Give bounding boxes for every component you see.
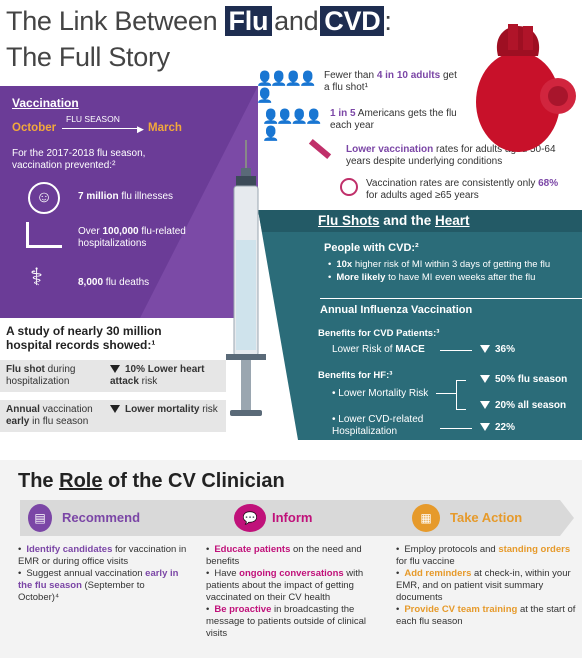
mace-value: 36% bbox=[480, 344, 515, 355]
study-row-2-left: Annual vaccination early in flu season bbox=[6, 404, 93, 427]
mortality-value-2: 20% all season bbox=[480, 400, 566, 411]
action-item: Provide CV team training at the start of… bbox=[396, 604, 576, 628]
stat-flu-shot: Fewer than 4 in 10 adults get a flu shot… bbox=[324, 70, 457, 93]
vaccination-intro: For the 2017-2018 flu season, vaccinatio… bbox=[12, 148, 146, 171]
title-and: and bbox=[274, 6, 319, 36]
action-item: Add reminders at check-in, within your E… bbox=[396, 568, 576, 604]
clipboard-icon: ▦ bbox=[412, 504, 440, 532]
action-item: Employ protocols and standing orders for… bbox=[396, 544, 576, 568]
heart-panel-header bbox=[258, 210, 582, 232]
inform-item: Have ongoing conversations with patients… bbox=[206, 568, 382, 604]
recommend-item: Suggest annual vaccination early in the … bbox=[18, 568, 188, 604]
study-row-1-right: 10% Lower heart attack risk bbox=[110, 364, 205, 387]
hosp-label: • Lower CVD-related Hospitalization bbox=[332, 414, 424, 437]
study-row-1 bbox=[0, 360, 226, 392]
stat-68-percent: Vaccination rates are consistently only … bbox=[366, 178, 559, 201]
vaccination-panel-shade bbox=[0, 86, 258, 318]
hosp-line bbox=[440, 428, 472, 429]
study-row-2-right: Lower mortality risk bbox=[110, 404, 224, 416]
page-subtitle: The Full Story bbox=[6, 42, 170, 72]
step-take-action: Take Action bbox=[450, 510, 523, 525]
cvd-item: More likely to have MI even weeks after … bbox=[328, 271, 578, 284]
action-list: Employ protocols and standing orders for… bbox=[396, 544, 576, 628]
step-inform: Inform bbox=[272, 510, 313, 525]
divider bbox=[320, 298, 582, 299]
stat-illnesses: 7 million flu illnesses bbox=[78, 191, 174, 202]
march-label: March bbox=[148, 122, 182, 134]
role-title: The Role of the CV Clinician bbox=[18, 470, 285, 492]
recommend-item: Identify candidates for vaccination in E… bbox=[18, 544, 188, 568]
title-cvd-box: CVD bbox=[320, 6, 385, 36]
people-icon-group-2: 👤👤👤👤👤 bbox=[262, 108, 323, 141]
season-arrow-line bbox=[62, 128, 140, 129]
mace-label: Lower Risk of MACE bbox=[332, 344, 425, 355]
caduceus-icon: ⚕ bbox=[30, 264, 43, 291]
stat-hospitalizations: Over 100,000 flu-related hospitalization… bbox=[78, 226, 186, 249]
study-title: A study of nearly 30 million hospital re… bbox=[6, 324, 162, 352]
annual-title: Annual Influenza Vaccination bbox=[320, 304, 473, 316]
stat-deaths: 8,000 flu deaths bbox=[78, 277, 150, 288]
mortality-line bbox=[436, 393, 456, 394]
elderly-person-icon bbox=[340, 178, 358, 196]
stat-flu-each-year: 1 in 5 Americans gets the flu each year bbox=[330, 108, 457, 131]
recommend-list: Identify candidates for vaccination in E… bbox=[18, 544, 188, 604]
heart-panel-header-text: Flu Shots and the Heart bbox=[318, 213, 470, 228]
inform-item: Be proactive in broadcasting the message… bbox=[206, 604, 382, 640]
october-label: October bbox=[12, 122, 57, 134]
flu-season-label: FLU SEASON bbox=[66, 114, 120, 124]
step-recommend: Recommend bbox=[62, 510, 141, 525]
sick-person-icon: ☺ bbox=[28, 182, 60, 214]
hf-title: Benefits for HF:³ bbox=[318, 370, 393, 381]
hosp-value: 22% bbox=[480, 422, 515, 433]
mortality-label: • Lower Mortality Risk bbox=[332, 388, 429, 399]
vaccination-header: Vaccination bbox=[12, 96, 79, 110]
inform-list: Educate patients on the need and benefit… bbox=[206, 544, 382, 640]
heart-virus-illustration bbox=[476, 24, 576, 152]
mace-line bbox=[440, 350, 472, 351]
speech-bubble-icon: 💬 bbox=[234, 504, 266, 532]
mortality-value-1: 50% flu season bbox=[480, 374, 567, 385]
cvd-benefits-title: Benefits for CVD Patients:³ bbox=[318, 328, 440, 339]
cvd-title: People with CVD:² bbox=[324, 242, 419, 254]
mortality-bracket bbox=[456, 380, 466, 410]
study-row-1-left: Flu shot during hospitalization bbox=[6, 364, 76, 387]
study-row-2 bbox=[0, 400, 226, 432]
document-icon: ▤ bbox=[28, 504, 52, 532]
cvd-list: 10x higher risk of MI within 3 days of g… bbox=[328, 258, 578, 284]
title-flu-box: Flu bbox=[224, 6, 273, 36]
inform-item: Educate patients on the need and benefit… bbox=[206, 544, 382, 568]
stat-lower-vaccination: Lower vaccination rates for adults aged … bbox=[346, 144, 556, 167]
hospital-bed-icon bbox=[26, 222, 62, 248]
title-text: The Link Between bbox=[6, 6, 218, 36]
season-arrow-head: ▶ bbox=[137, 124, 144, 134]
cvd-item: 10x higher risk of MI within 3 days of g… bbox=[328, 258, 578, 271]
title-colon: : bbox=[384, 6, 392, 36]
syringe-illustration bbox=[226, 140, 266, 416]
people-icon-group-1: 👤👤👤👤👤 bbox=[256, 70, 317, 103]
